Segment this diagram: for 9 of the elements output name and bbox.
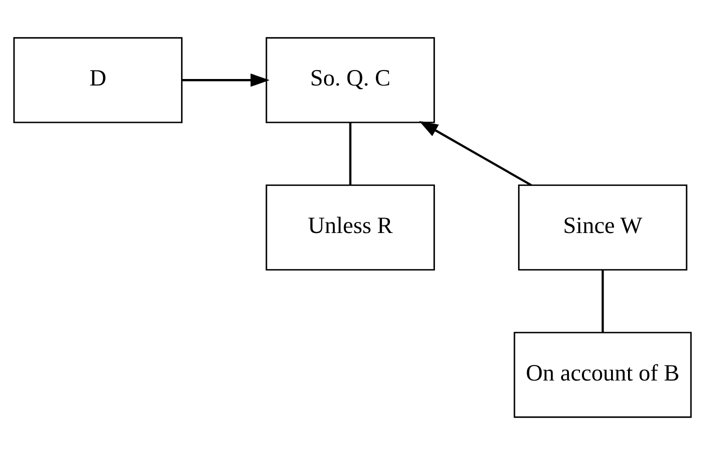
node-box: D: [13, 36, 183, 123]
node-box: Since W: [518, 184, 688, 270]
node-box: Unless R: [266, 184, 435, 270]
node-box: On account of B: [514, 331, 692, 418]
arrow: [419, 120, 532, 186]
node-box: So. Q. C: [266, 36, 435, 123]
arrow: [182, 73, 270, 86]
connector: [602, 269, 604, 332]
connector: [349, 122, 352, 184]
